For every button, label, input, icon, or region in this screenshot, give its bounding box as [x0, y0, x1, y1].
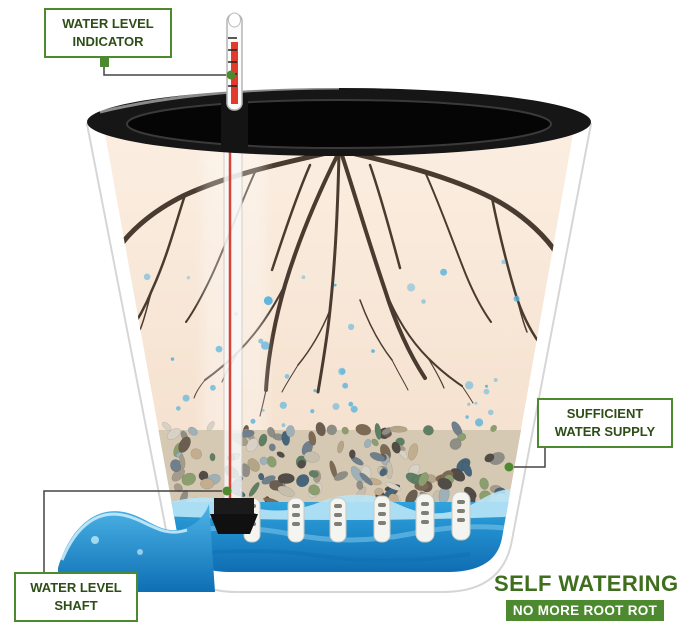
label-line: WATER SUPPLY	[554, 424, 656, 440]
label-sufficient-water-supply: SUFFICIENT WATER SUPPLY	[537, 398, 673, 449]
self-watering-title: SELF WATERING	[494, 571, 679, 596]
drainage-pegs	[243, 491, 471, 543]
label-water-level-shaft: WATER LEVEL SHAFT	[14, 572, 138, 623]
water-level-indicator-gauge	[221, 12, 248, 152]
gravel-base	[148, 430, 530, 506]
water-level-shaft	[210, 147, 258, 534]
label-line: WATER LEVEL	[30, 580, 122, 595]
pot-rim	[87, 86, 591, 156]
connector-lines	[43, 58, 546, 572]
label-line: SUFFICIENT	[566, 406, 644, 421]
label-line: SHAFT	[54, 598, 98, 614]
label-line: WATER LEVEL	[62, 16, 154, 31]
label-line: INDICATOR	[72, 34, 144, 50]
connector-dot	[504, 462, 514, 472]
self-watering-subtitle: NO MORE ROOT ROT	[505, 600, 665, 621]
self-watering-claim: SELF WATERING NO MORE ROOT ROT	[494, 571, 679, 621]
water-splash	[58, 504, 215, 592]
label-water-level-indicator: WATER LEVEL INDICATOR	[44, 8, 172, 59]
water-droplets	[143, 259, 520, 460]
root-system	[109, 147, 565, 417]
connector-dot	[226, 70, 236, 80]
connector-square	[100, 58, 109, 67]
connector-dot	[222, 486, 232, 496]
wave-streak-dark	[179, 549, 471, 563]
